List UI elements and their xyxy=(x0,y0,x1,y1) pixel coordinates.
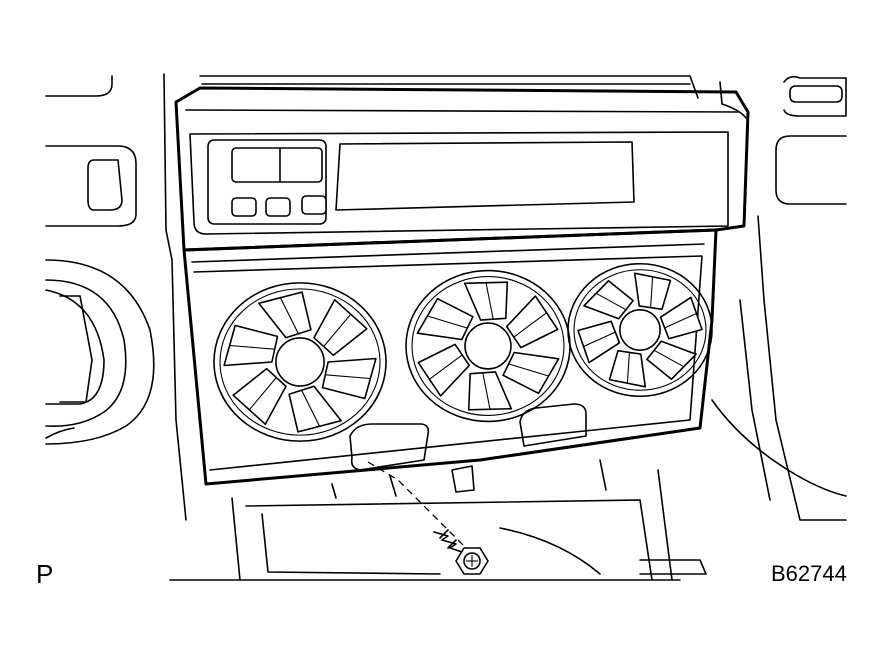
vent-blade xyxy=(502,351,560,395)
info-display-screen xyxy=(335,141,635,211)
upper-display-panel xyxy=(174,86,750,252)
vent-blade xyxy=(467,371,513,411)
screw-cover-tab xyxy=(349,423,430,471)
vent-blade xyxy=(223,324,279,367)
display-button-2[interactable] xyxy=(265,197,291,217)
vent-blade xyxy=(258,291,312,339)
clock-display xyxy=(231,147,323,183)
display-button-1[interactable] xyxy=(231,197,257,217)
vent-blade xyxy=(232,367,287,425)
bolt[interactable] xyxy=(433,529,489,575)
vent-blade xyxy=(505,295,559,349)
air-vent-1[interactable] xyxy=(213,282,387,442)
vent-blade xyxy=(313,299,368,357)
vent-blade xyxy=(288,385,342,433)
lower-vent-panel xyxy=(182,228,718,551)
air-vents xyxy=(213,262,713,442)
vent-hub xyxy=(619,309,661,351)
air-vent-3[interactable] xyxy=(567,262,713,398)
vent-hub xyxy=(464,322,512,370)
vent-blade xyxy=(659,296,703,340)
view-label: P xyxy=(36,559,54,589)
vent-blade xyxy=(416,297,474,341)
vent-blade xyxy=(633,272,672,311)
vent-blade xyxy=(577,320,621,364)
vent-hub xyxy=(275,337,325,387)
vent-blade xyxy=(608,349,647,388)
reference-code: B62744 xyxy=(771,561,847,586)
dashboard-background xyxy=(45,73,847,581)
vent-blade xyxy=(417,343,471,397)
panel-clip[interactable] xyxy=(451,465,475,493)
air-vent-2[interactable] xyxy=(405,269,571,423)
display-button-3[interactable] xyxy=(301,195,327,215)
vent-blade xyxy=(463,281,509,321)
clock-display-frame xyxy=(207,139,327,225)
vent-blade xyxy=(321,357,377,400)
